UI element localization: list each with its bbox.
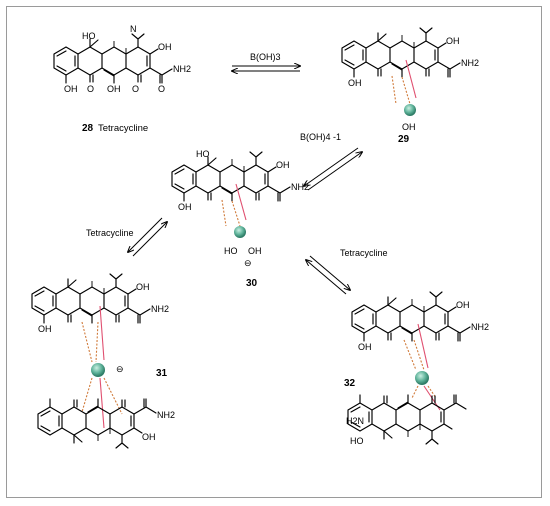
c29-b-oh: OH xyxy=(402,122,416,132)
equilibrium-arrow-30-32 xyxy=(306,255,350,295)
reagent-tetracycline-left: Tetracycline xyxy=(86,228,134,238)
c31-number: 31 xyxy=(156,368,168,379)
boron-atom-32 xyxy=(415,371,429,385)
c30-oh: OH xyxy=(178,202,192,212)
c28-oh-3: OH xyxy=(158,42,172,52)
c28-name: Tetracycline xyxy=(98,123,148,134)
c31-nh2-top: NH2 xyxy=(151,304,169,314)
reagent-borate: B(OH)4 -1 xyxy=(300,132,341,142)
c30-b-ho: HO xyxy=(224,246,238,256)
c31-charge: ⊖ xyxy=(116,364,124,374)
equilibrium-arrow-30-31 xyxy=(128,217,167,257)
c29-number: 29 xyxy=(398,134,410,145)
c28-n-label: N xyxy=(130,24,137,34)
c32-oh-2: OH xyxy=(456,300,470,310)
c28-o-2: O xyxy=(132,84,139,94)
compound-31: OH OH NH2 ⊖ OH NH2 xyxy=(31,273,175,448)
c29-oh: OH xyxy=(348,78,362,88)
compound-32: OH OH NH2 H2N HO xyxy=(346,291,489,446)
boron-atom xyxy=(234,226,246,238)
c30-ho: HO xyxy=(196,149,210,159)
compound-30: HO OH OH NH2 HO OH ⊖ xyxy=(171,149,309,268)
reagent-boric-acid: B(OH)3 xyxy=(250,52,281,62)
equilibrium-arrow-28-29 xyxy=(232,66,300,71)
c28-nh2: NH2 xyxy=(173,64,191,74)
c28-oh-label: HO xyxy=(82,31,96,41)
c32-number: 32 xyxy=(344,378,356,389)
compound-28: HO OH O OH O N OH NH2 O xyxy=(53,24,191,94)
c32-h2n: H2N xyxy=(346,416,364,426)
c30-nh2: NH2 xyxy=(291,182,309,192)
c31-oh-bottom: OH xyxy=(142,432,156,442)
c28-o-1: O xyxy=(87,84,94,94)
c31-oh-top: OH xyxy=(38,324,52,334)
equilibrium-arrow-29-30 xyxy=(304,147,362,191)
c32-nh2-top: NH2 xyxy=(471,322,489,332)
c31-nh2-bottom: NH2 xyxy=(157,410,175,420)
c28-o-3: O xyxy=(158,84,165,94)
c28-oh-2: OH xyxy=(107,84,121,94)
reagent-tetracycline-right: Tetracycline xyxy=(340,248,388,258)
c30-b-oh: OH xyxy=(248,246,262,256)
c32-ho-bottom: HO xyxy=(350,436,364,446)
c30-oh-2: OH xyxy=(276,160,290,170)
c30-number: 30 xyxy=(246,278,258,289)
compound-29: OH OH NH2 OH xyxy=(341,27,479,132)
c29-oh-2: OH xyxy=(446,36,460,46)
boron-atom-31 xyxy=(91,363,105,377)
scheme-frame xyxy=(6,6,542,498)
c29-nh2: NH2 xyxy=(461,58,479,68)
c31-oh-2: OH xyxy=(136,282,150,292)
c28-oh-bottom: OH xyxy=(64,84,78,94)
boron-atom xyxy=(404,104,416,116)
c28-number: 28 xyxy=(82,123,94,134)
c30-charge: ⊖ xyxy=(244,258,252,268)
c32-oh-top: OH xyxy=(358,342,372,352)
